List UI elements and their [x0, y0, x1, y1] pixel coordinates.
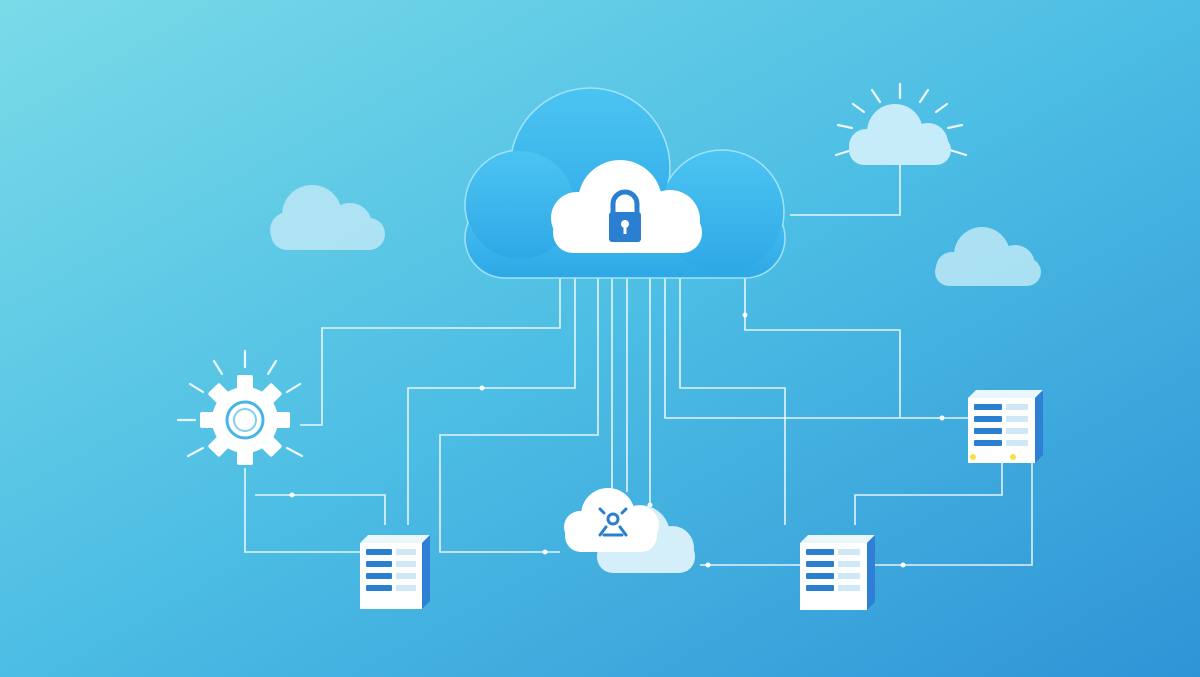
- sun-cloud-icon: [834, 82, 968, 165]
- server-indicator: [1010, 454, 1016, 460]
- cloud-network-icon: [564, 488, 695, 573]
- lock-shackle: [610, 189, 640, 213]
- server-icon: [968, 390, 1043, 463]
- gear-icon: [176, 349, 304, 465]
- decor-cloud-right: [935, 227, 1041, 286]
- server-icon: [360, 535, 430, 609]
- server-indicator: [970, 454, 976, 460]
- server-icon: [800, 535, 875, 610]
- decor-cloud-left: [270, 185, 385, 250]
- main-cloud: [464, 87, 786, 279]
- cloud-lock-icon: [551, 160, 702, 253]
